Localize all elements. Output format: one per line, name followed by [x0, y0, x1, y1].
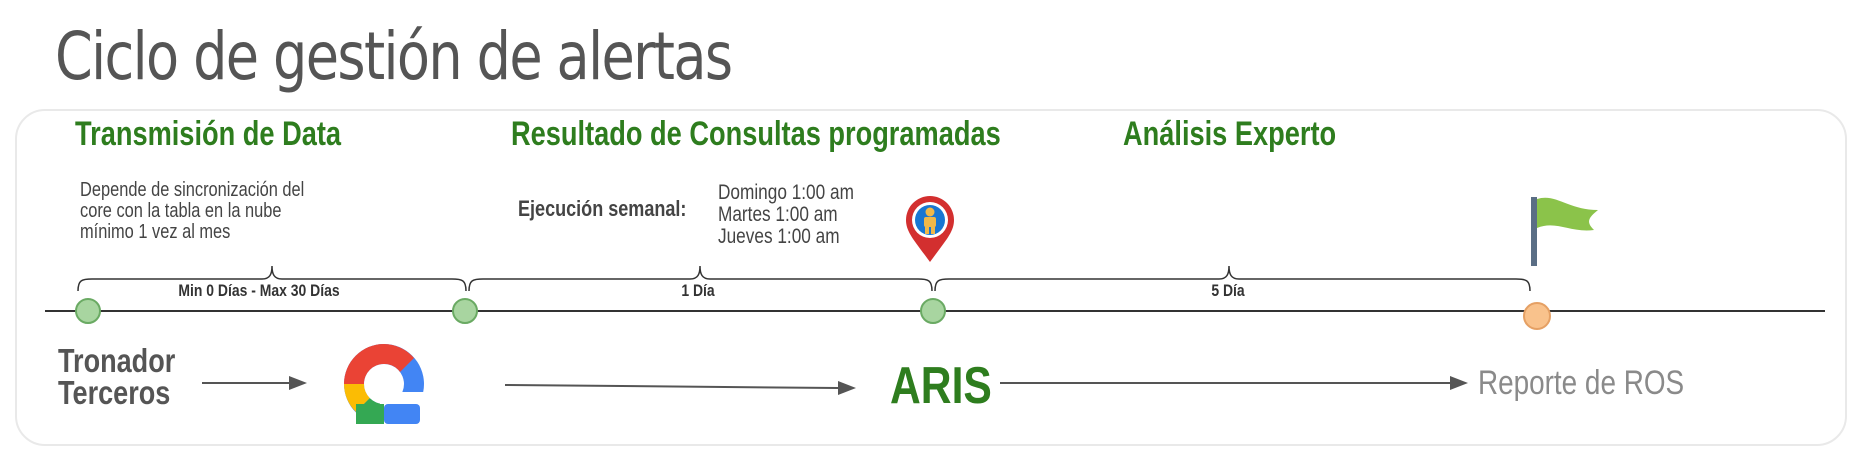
- duration-label: Min 0 Días - Max 30 Días: [178, 281, 340, 300]
- transmission-desc-line: core con la tabla en la nube: [80, 200, 282, 222]
- stage-scheduled-queries: Resultado de Consultas programadas: [511, 115, 1001, 153]
- duration-brace: [468, 265, 933, 292]
- duration-brace: [77, 265, 467, 292]
- timeline-node-end: [1523, 302, 1551, 330]
- stage-transmission: Transmisión de Data: [75, 115, 342, 153]
- execution-schedule: Domingo 1:00 am Martes 1:00 am Jueves 1:…: [718, 182, 854, 248]
- duration-label: 5 Día: [1211, 281, 1245, 300]
- flow-arrow: [1000, 376, 1468, 390]
- duration-label: 1 Día: [681, 281, 715, 300]
- schedule-item: Martes 1:00 am: [718, 203, 838, 226]
- output-label: Reporte de ROS: [1478, 364, 1685, 402]
- source-label: Tronador Terceros: [58, 342, 176, 411]
- execution-label: Ejecución semanal:: [518, 196, 687, 221]
- flow-arrow: [504, 381, 856, 395]
- schedule-item: Domingo 1:00 am: [718, 181, 854, 204]
- timeline-node: [920, 298, 946, 324]
- transmission-desc-line: Depende de sincronización del: [80, 179, 305, 201]
- timeline-node: [452, 298, 478, 324]
- page-title: Ciclo de gestión de alertas: [55, 18, 733, 95]
- stage-expert-analysis: Análisis Experto: [1123, 115, 1337, 153]
- source-line: Tronador: [58, 342, 176, 379]
- system-label: ARIS: [890, 357, 992, 415]
- flow-arrow: [202, 376, 307, 390]
- source-line: Terceros: [58, 374, 171, 411]
- map-pin-person-icon: [906, 196, 954, 262]
- google-cloud-icon: [344, 344, 430, 424]
- timeline-panel: [15, 109, 1847, 446]
- transmission-desc-line: mínimo 1 vez al mes: [80, 221, 231, 243]
- schedule-item: Jueves 1:00 am: [718, 225, 840, 248]
- transmission-description: Depende de sincronización del core con l…: [80, 180, 304, 243]
- timeline-node: [75, 298, 101, 324]
- finish-flag-icon: [1531, 197, 1598, 266]
- duration-brace: [934, 265, 1531, 292]
